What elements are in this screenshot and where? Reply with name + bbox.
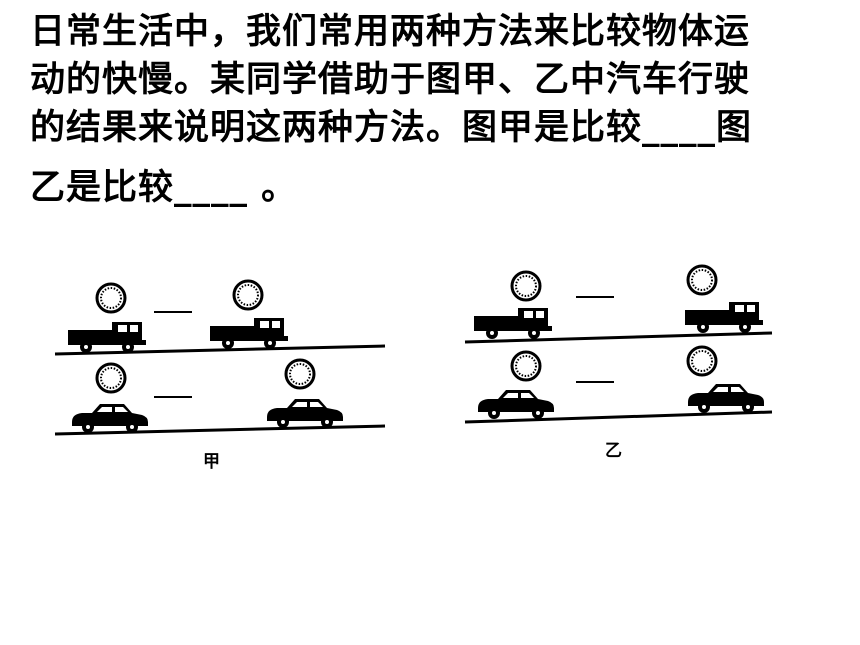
figure-yi (464, 264, 773, 424)
truck-icon (685, 302, 763, 333)
road-line (54, 344, 386, 356)
clock-icon (510, 270, 542, 302)
road-line (464, 331, 773, 344)
question-line-3: 的结果来说明这两种方法。图甲是比较____图 (30, 108, 753, 148)
question-line-1: 日常生活中，我们常用两种方法来比较物体运 (30, 12, 751, 52)
figure-caption-yi: 乙 (605, 441, 622, 461)
figure-caption-jia: 甲 (203, 452, 220, 472)
car-icon (478, 390, 554, 419)
truck-icon (210, 318, 288, 349)
clock-icon (686, 345, 718, 377)
clock-icon (510, 350, 542, 382)
clock-icon (95, 282, 127, 314)
figure-jia (54, 279, 386, 436)
truck-icon (68, 322, 146, 353)
road-line (464, 410, 773, 424)
car-icon (688, 384, 764, 413)
question-line-4: 乙是比较____ 。 (30, 168, 298, 208)
question-line-2: 动的快慢。某同学借助于图甲、乙中汽车行驶 (30, 60, 751, 100)
car-icon (72, 404, 148, 433)
clock-icon (95, 362, 127, 394)
clock-icon (686, 264, 718, 296)
clock-icon (284, 358, 316, 390)
car-icon (267, 399, 343, 428)
clock-icon (232, 279, 264, 311)
truck-icon (474, 308, 552, 339)
question-text: 日常生活中，我们常用两种方法来比较物体运 动的快慢。某同学借助于图甲、乙中汽车行… (30, 8, 835, 212)
road-line (54, 424, 386, 436)
